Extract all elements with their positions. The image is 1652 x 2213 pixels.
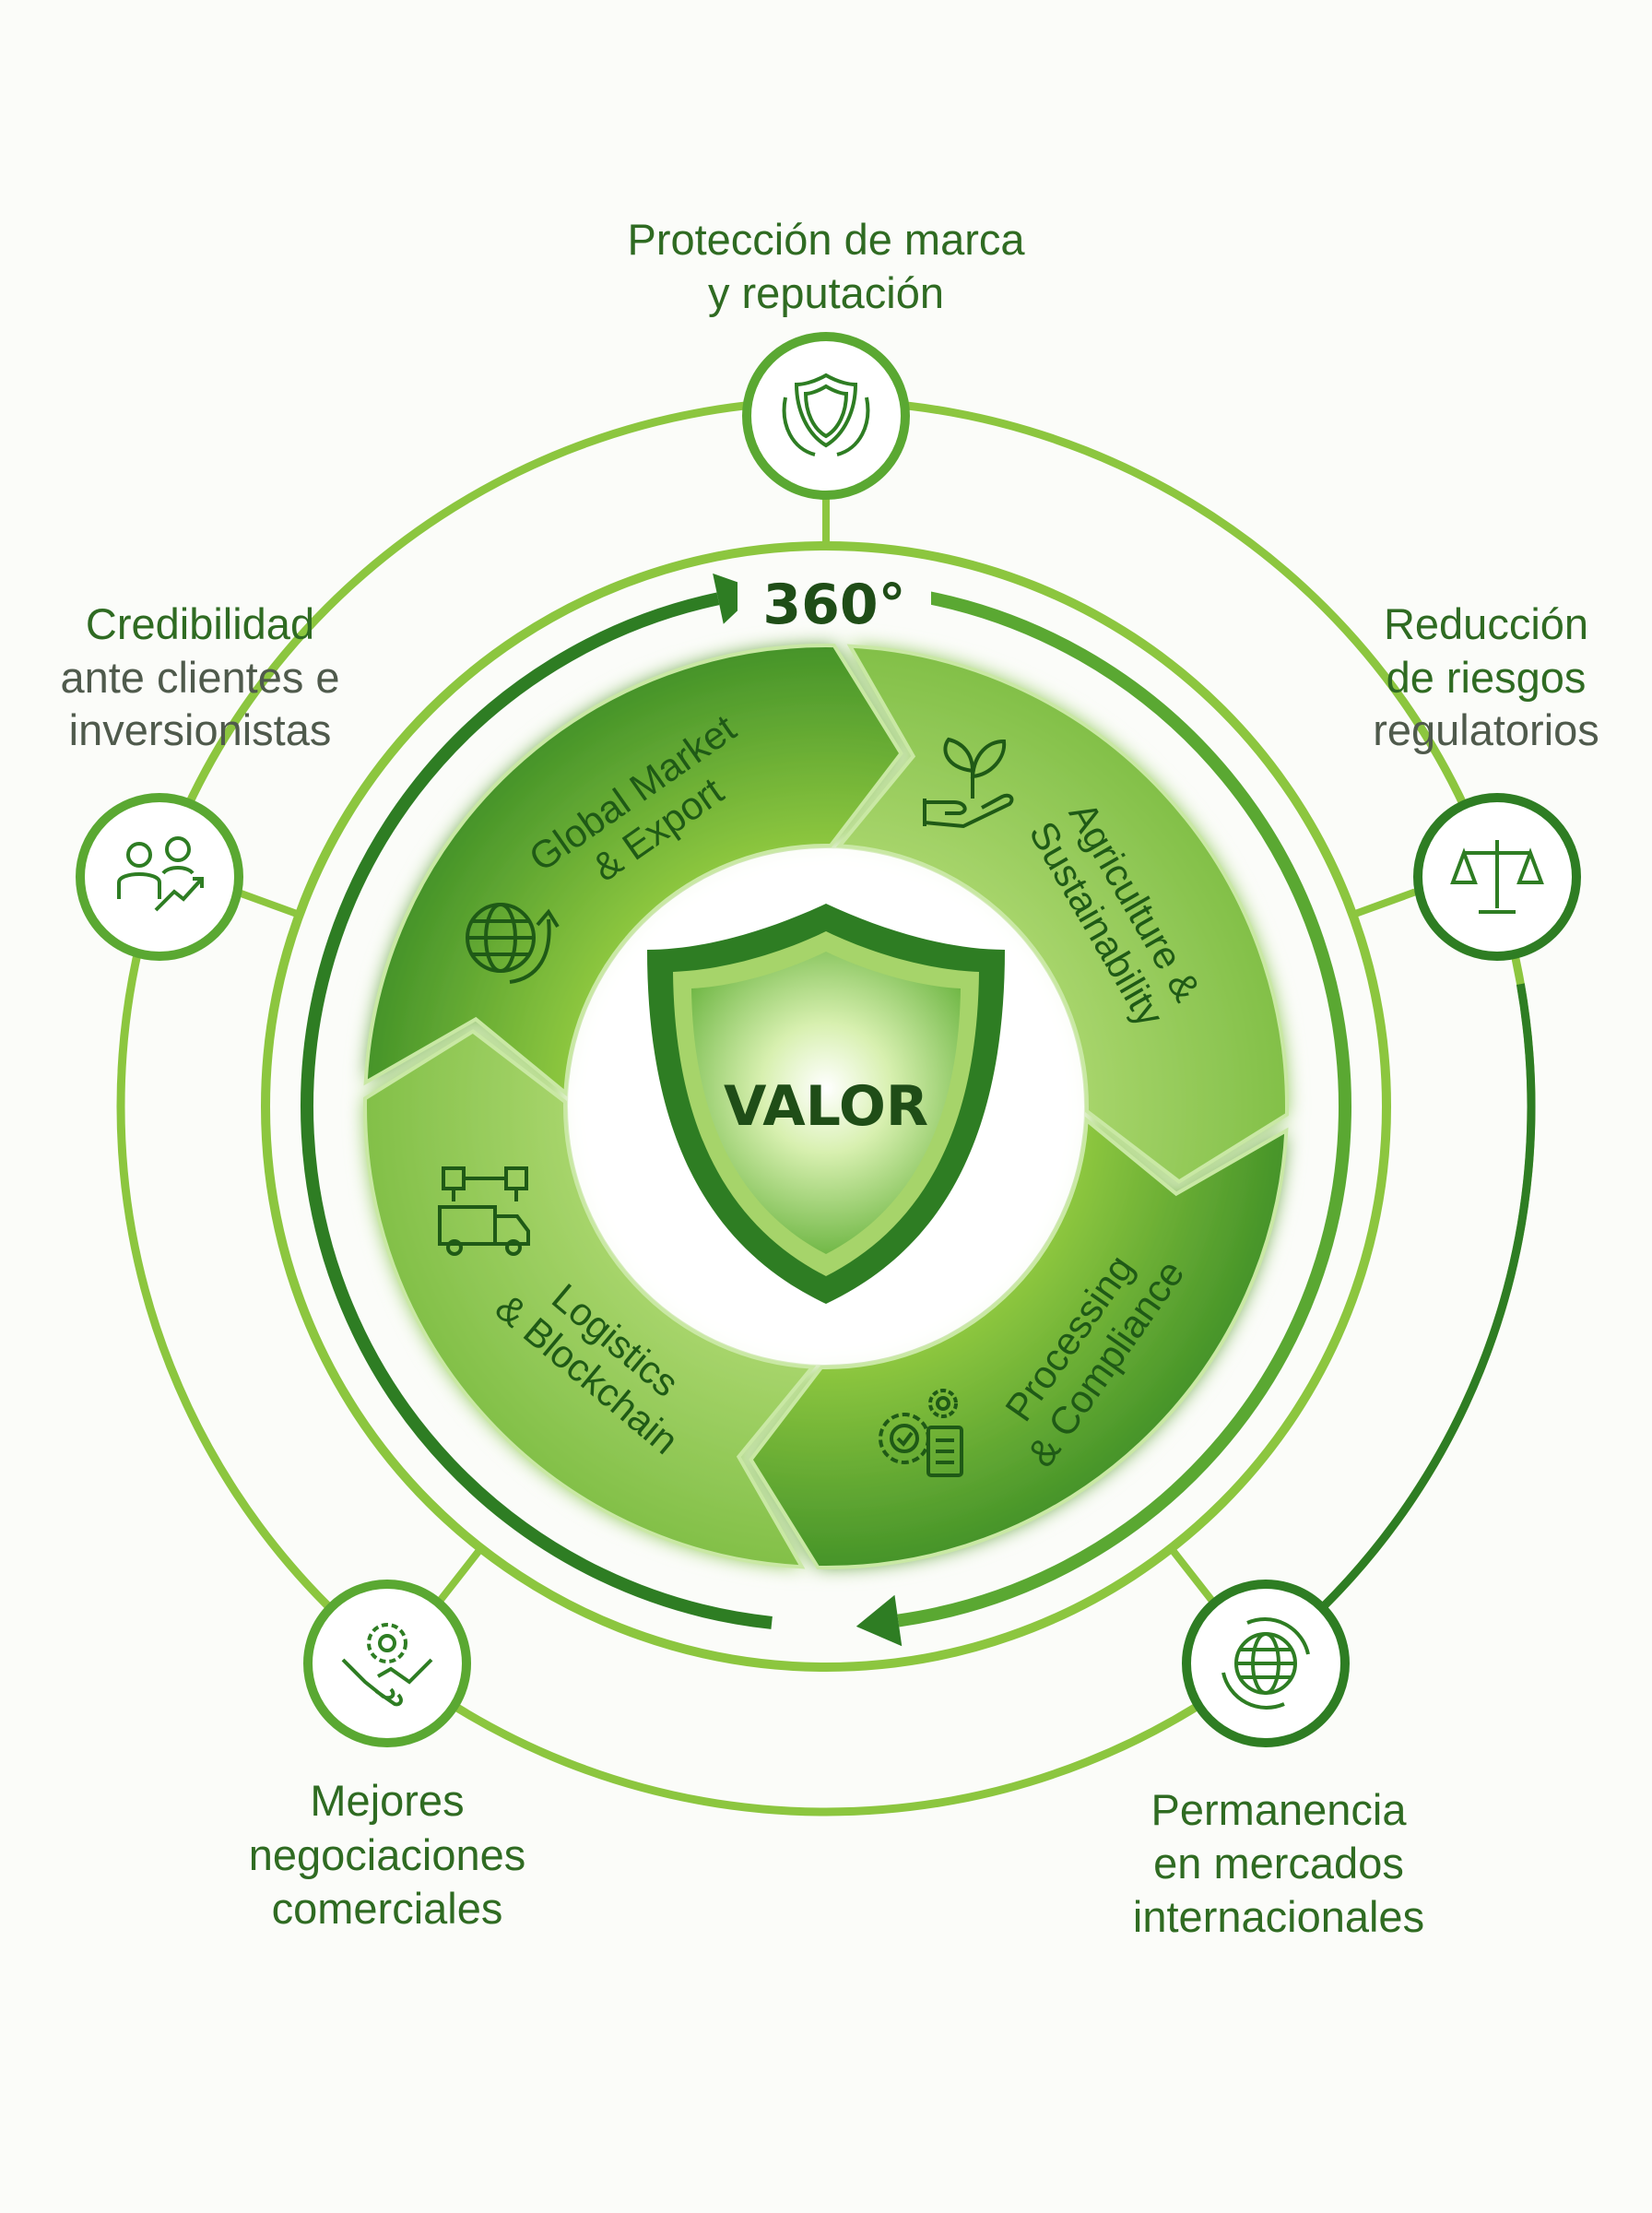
plant-hand-icon (923, 737, 1014, 829)
benefit-node-credibility[interactable]: Credibilidad ante clientes e inversionis… (60, 599, 340, 961)
benefit-line: Protección de marca (627, 215, 1025, 264)
segments (363, 644, 1289, 1569)
cycle-ring (300, 573, 1351, 1647)
benefit-line: ante clientes e (60, 653, 339, 702)
shield-laurel-icon (782, 373, 870, 456)
scales-icon (1450, 840, 1544, 914)
truck-blocks-icon (438, 1166, 530, 1256)
segment-chevron-3 (363, 1029, 817, 1569)
benefit-node-better-negotiations[interactable]: Mejores negociaciones comerciales (249, 1580, 526, 1933)
benefit-line: inversionistas (69, 705, 332, 754)
arrow-head-bottom-icon (856, 1594, 903, 1647)
benefit-line: y reputación (708, 268, 944, 317)
connector-line (1168, 1545, 1215, 1604)
benefit-line: Permanencia (1151, 1785, 1408, 1834)
connector-line (437, 1545, 484, 1604)
center-title: VALOR (724, 1074, 928, 1139)
benefit-line: Mejores (310, 1776, 464, 1825)
segment-chevron-0 (363, 644, 903, 1097)
benefit-line: regulatorios (1373, 705, 1599, 754)
benefit-line: de riesgos (1386, 653, 1587, 702)
benefit-node-market-permanence[interactable]: Permanencia en mercados internacionales (1133, 1580, 1424, 1941)
outer-ring-dark-arc (1294, 983, 1536, 1634)
benefit-line: internacionales (1133, 1892, 1424, 1941)
benefit-node-brand-protection[interactable]: Protección de marca y reputación (627, 215, 1025, 500)
cycle-label: 360° (762, 573, 905, 637)
valor-shield (647, 904, 1005, 1304)
cycle-arc-right (897, 588, 1351, 1627)
handshake-gear-icon (341, 1623, 433, 1707)
gears-checklist-icon (879, 1389, 963, 1477)
connectors (235, 479, 1417, 1604)
benefit-line: Credibilidad (86, 599, 314, 648)
segment-chevron-1 (835, 644, 1289, 1184)
globe-arrow-icon (466, 903, 560, 984)
connector-line (235, 888, 301, 918)
people-growth-icon (117, 836, 204, 912)
benefit-line: comerciales (272, 1884, 503, 1933)
segment-chevron-2 (749, 1116, 1289, 1569)
benefit-node-risk-reduction[interactable]: Reducción de riesgos regulatorios (1373, 599, 1599, 961)
benefit-line: en mercados (1153, 1839, 1404, 1888)
benefit-line: Reducción (1384, 599, 1588, 648)
connector-line (1351, 888, 1417, 918)
cycle-arc-left (300, 592, 773, 1629)
globe-cycle-icon (1221, 1617, 1310, 1710)
benefit-line: negociaciones (249, 1830, 526, 1879)
